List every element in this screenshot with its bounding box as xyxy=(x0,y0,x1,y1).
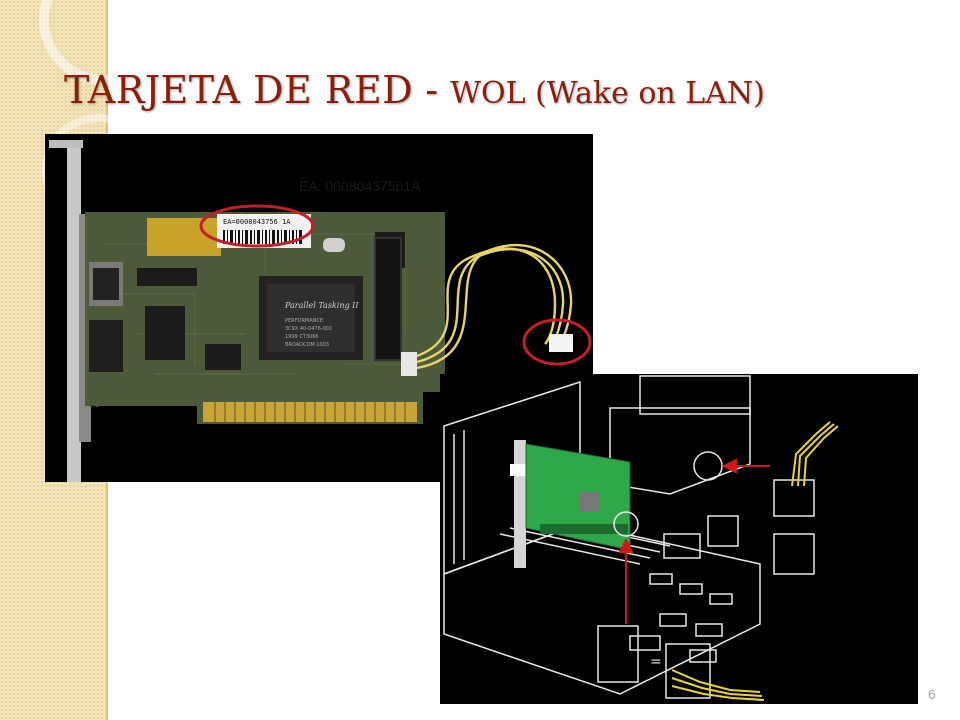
wol-connector-highlight-circle xyxy=(522,318,592,366)
title-separator: - xyxy=(413,68,451,112)
title-main: TARJETA DE RED xyxy=(64,68,414,112)
card-bracket xyxy=(514,440,526,568)
mac-address-text: EA. 00080437561A xyxy=(299,178,421,194)
slide-title: TARJETA DE RED - WOL (Wake on LAN) xyxy=(64,68,765,112)
svg-text:Parallel Tasking II: Parallel Tasking II xyxy=(284,301,359,310)
boot-rom-socket xyxy=(374,237,402,361)
mac-sticker: EA=0008043756 1A xyxy=(217,214,311,248)
wol-plug xyxy=(549,334,573,352)
mac-highlight-circle xyxy=(199,204,315,248)
motherboard-floor xyxy=(443,523,761,695)
wol-header xyxy=(401,352,417,376)
slide-number: 6 xyxy=(928,686,936,702)
wol-cable xyxy=(416,243,573,370)
svg-text:=: = xyxy=(650,654,662,670)
svg-text:BROADCOM 1003: BROADCOM 1003 xyxy=(285,342,329,348)
pci-edge-connector xyxy=(203,402,417,422)
rj45-port xyxy=(89,262,123,306)
controller-chip: Parallel Tasking II PERFORMANCE 3C9X 40-0… xyxy=(259,276,363,360)
svg-text:1999 CT3066: 1999 CT3066 xyxy=(285,334,319,340)
chip xyxy=(205,344,241,370)
crystal xyxy=(323,238,345,252)
title-subtitle: WOL (Wake on LAN) xyxy=(450,76,765,111)
chip xyxy=(145,306,185,360)
red-arrows xyxy=(618,458,770,624)
svg-text:3C9X 40-0476-002: 3C9X 40-0476-002 xyxy=(285,326,332,332)
wol-socket-circle xyxy=(693,451,723,481)
nic-wol-circle xyxy=(613,511,639,537)
sticker-text: EA=0008043756 1A xyxy=(223,218,291,226)
chip xyxy=(137,268,197,286)
svg-text:PERFORMANCE: PERFORMANCE xyxy=(285,318,323,324)
wol-cable-connector xyxy=(671,421,839,701)
motherboard-diagram: = xyxy=(440,374,918,704)
